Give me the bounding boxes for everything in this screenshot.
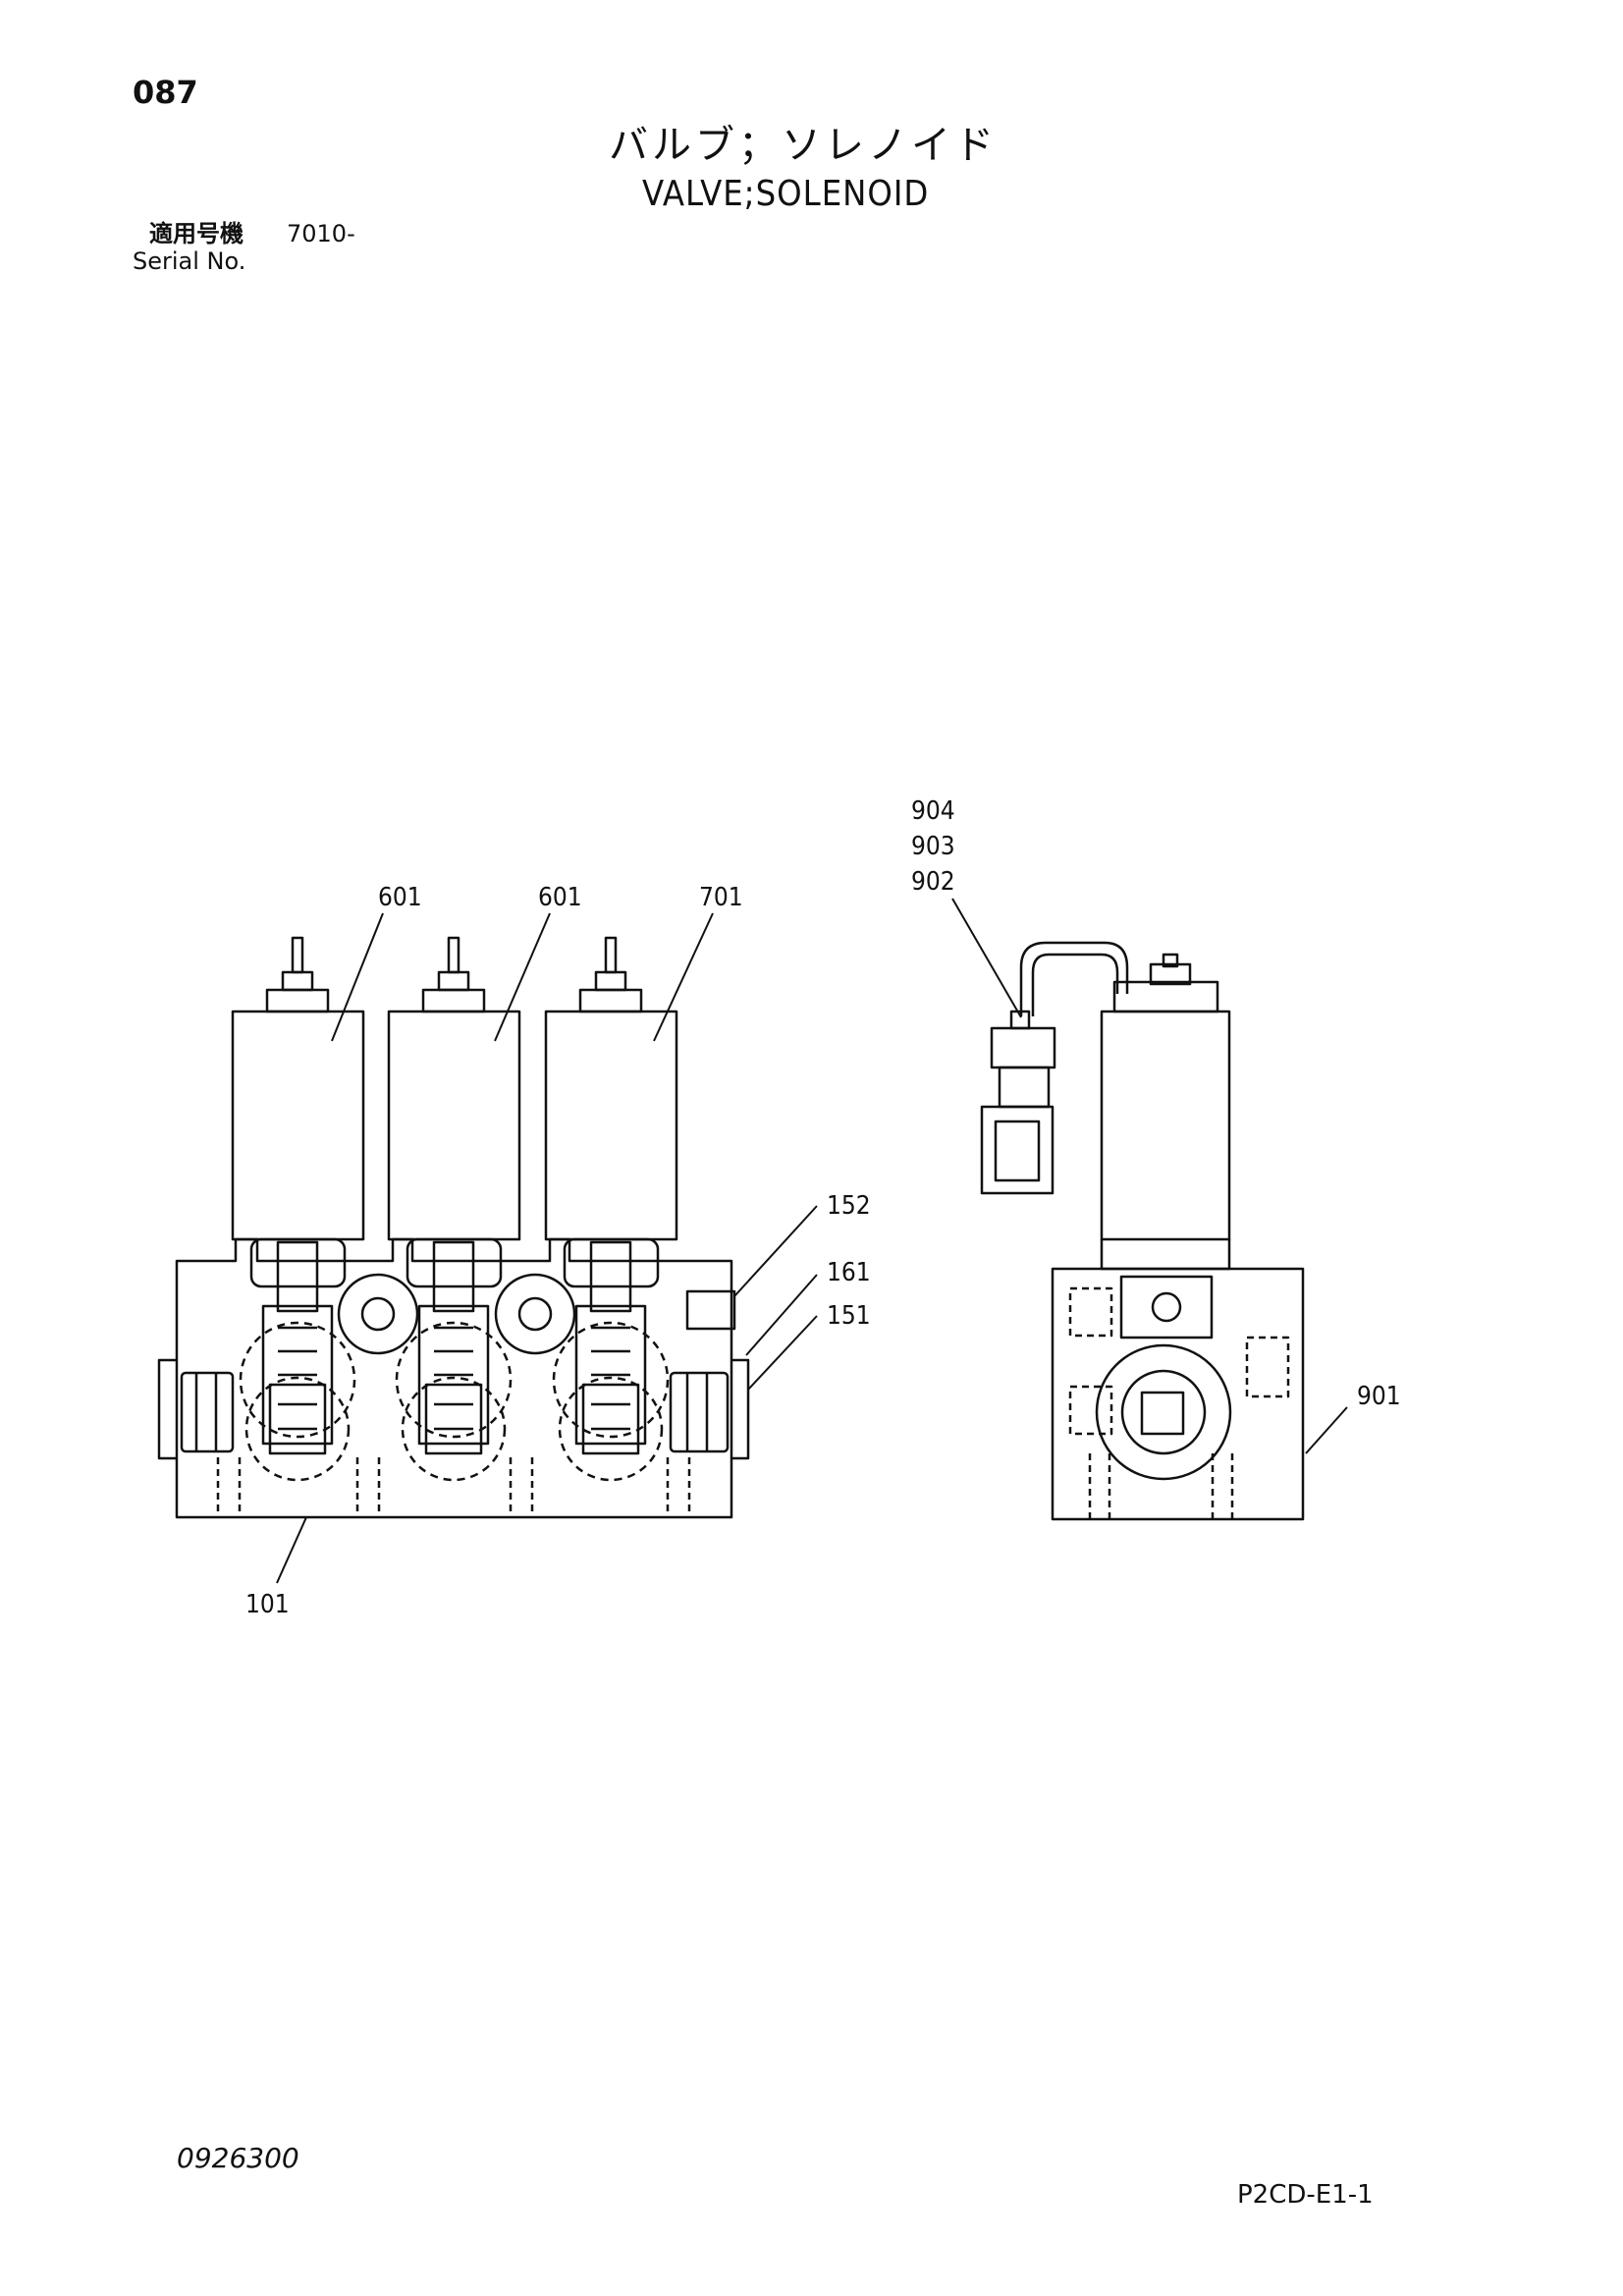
left-port (157, 1358, 177, 1460)
callout-601-a: 601 (378, 883, 422, 912)
front-view (157, 936, 750, 1519)
side-solenoid-coil (1100, 1010, 1231, 1241)
side-port-circle (1095, 1343, 1232, 1481)
solenoid-coil-3 (544, 1010, 678, 1241)
document-number: 0926300 (177, 2142, 299, 2174)
connector-902 (990, 1026, 1056, 1069)
coil-nut (1100, 1239, 1231, 1271)
callout-101: 101 (245, 1590, 290, 1619)
callout-903: 903 (911, 832, 955, 861)
page-number: 087 (133, 74, 198, 111)
port-circle-1 (337, 1273, 419, 1355)
callout-151: 151 (827, 1301, 871, 1331)
coil-top-3 (578, 936, 643, 1013)
spool-housing-3 (552, 1237, 670, 1482)
solenoid-coil-2 (387, 1010, 521, 1241)
wire-harness (1019, 941, 1129, 1016)
callout-152: 152 (827, 1191, 871, 1221)
solenoid-coil-1 (231, 1010, 365, 1241)
right-port (731, 1358, 750, 1460)
callout-904: 904 (911, 796, 955, 826)
side-view (980, 941, 1305, 1521)
title-japanese: バルブ；ソレノイド (609, 123, 998, 168)
page-code: P2CD-E1-1 (1237, 2180, 1374, 2210)
right-port-fitting (669, 1371, 730, 1453)
callout-labels: 601 601 701 152 161 151 101 904 903 902 … (245, 796, 1401, 1619)
coil-top-2 (421, 936, 486, 1013)
coil-top-1 (265, 936, 330, 1013)
serial-label-english: Serial No. (133, 247, 246, 275)
title-english: VALVE;SOLENOID (642, 174, 930, 214)
serial-label-japanese: 適用号機 (149, 220, 243, 247)
left-port-fitting (180, 1371, 235, 1453)
callout-902: 902 (911, 867, 955, 897)
spool-housing-1 (239, 1237, 356, 1482)
callout-701: 701 (699, 883, 743, 912)
port-circle-2 (494, 1273, 576, 1355)
plug-152 (685, 1289, 736, 1331)
spool-housing-2 (395, 1237, 513, 1482)
serial-value: 7010- (287, 220, 355, 247)
callout-161: 161 (827, 1258, 871, 1287)
callout-601-b: 601 (538, 883, 582, 912)
callout-901: 901 (1357, 1382, 1401, 1411)
